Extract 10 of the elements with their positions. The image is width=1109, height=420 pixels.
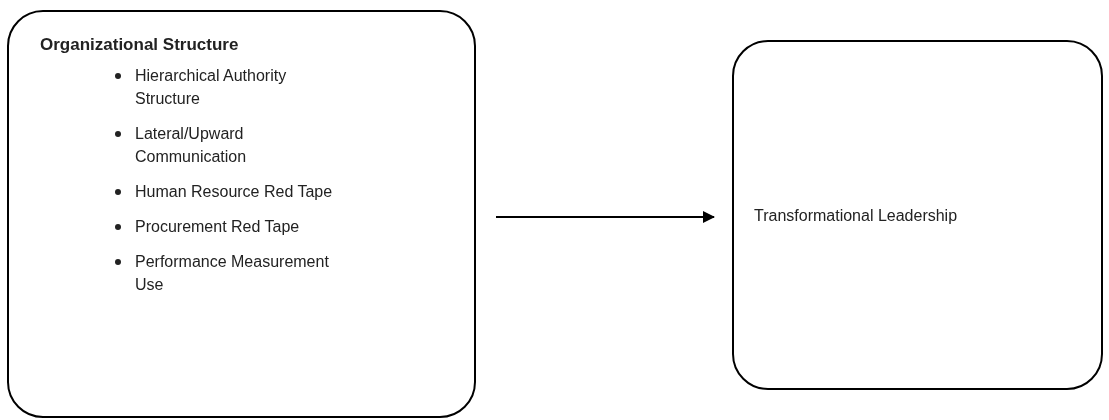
list-item: Performance Measurement Use bbox=[135, 252, 330, 295]
rounded-box bbox=[732, 40, 1103, 390]
list-item: Hierarchical Authority Structure bbox=[135, 66, 288, 109]
arrow bbox=[495, 211, 715, 223]
list-item: Procurement Red Tape bbox=[135, 217, 301, 237]
list-item: Lateral/Upward Communication bbox=[135, 124, 248, 167]
box-heading: Organizational Structure bbox=[40, 34, 239, 56]
rounded-box bbox=[7, 10, 476, 418]
box-label: Transformational Leadership bbox=[754, 205, 958, 226]
list-item: Human Resource Red Tape bbox=[135, 182, 334, 202]
